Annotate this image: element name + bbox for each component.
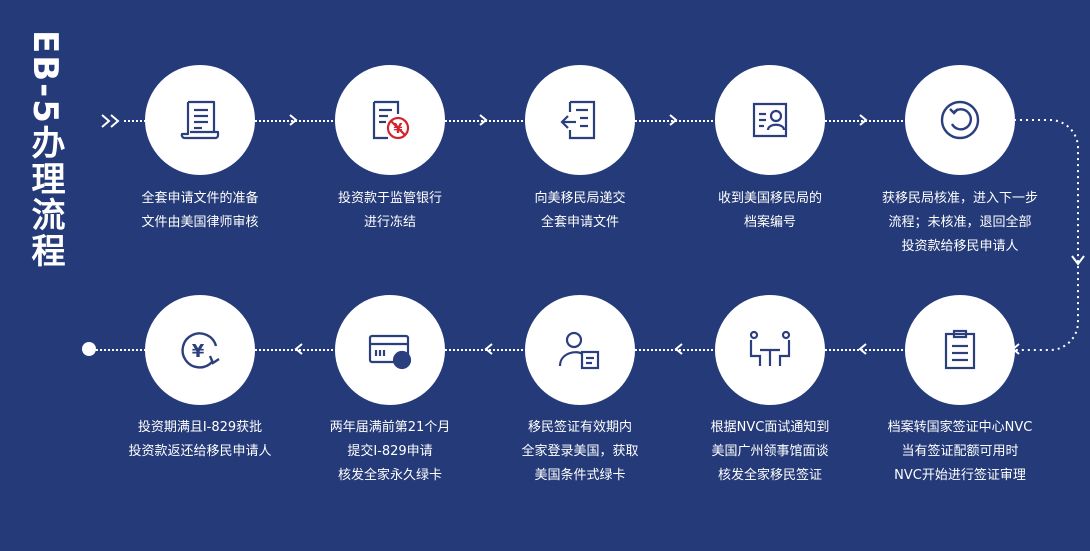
step-10-circle: ¥ bbox=[145, 295, 255, 405]
end-dot bbox=[82, 342, 96, 356]
green-card-icon bbox=[368, 334, 412, 370]
svg-text:¥: ¥ bbox=[192, 341, 205, 362]
step-3-circle bbox=[525, 65, 635, 175]
bank-lock-icon: ¥ bbox=[372, 100, 410, 140]
arrow-left-icon bbox=[674, 343, 683, 355]
step-8-label: 移民签证有效期内全家登录美国，获取美国条件式绿卡 bbox=[521, 420, 639, 483]
start-chevron-icon bbox=[101, 114, 120, 128]
arrow-left-icon bbox=[484, 343, 493, 355]
step-9-label: 两年届满前第21个月提交I-829申请核发全家永久绿卡 bbox=[329, 420, 451, 483]
refresh-icon bbox=[940, 100, 980, 140]
step-2-circle: ¥ bbox=[335, 65, 445, 175]
step-7-circle bbox=[715, 295, 825, 405]
step-5-label: 获移民局核准，进入下一步流程；未核准，退回全部投资款给移民申请人 bbox=[881, 191, 1038, 254]
arrow-right-icon bbox=[859, 114, 868, 126]
connector-curve bbox=[1014, 119, 1085, 351]
step-4-circle bbox=[715, 65, 825, 175]
id-card-icon bbox=[752, 102, 788, 138]
arrow-left-icon bbox=[858, 343, 867, 355]
step-10-label: 投资期满且I-829获批投资款返还给移民申请人 bbox=[128, 420, 272, 459]
arrow-left-icon bbox=[294, 343, 303, 355]
step-8-circle bbox=[525, 295, 635, 405]
interview-icon bbox=[749, 330, 791, 366]
step-5-circle bbox=[905, 65, 1015, 175]
connector-line bbox=[825, 349, 907, 351]
person-document-icon bbox=[558, 331, 600, 370]
diagram-title: EB-5办理流程 bbox=[25, 30, 65, 269]
step-1-label: 全套申请文件的准备文件由美国律师审核 bbox=[141, 191, 259, 230]
scroll-icon bbox=[180, 100, 220, 140]
connector-line bbox=[96, 349, 146, 351]
arrow-right-icon bbox=[289, 114, 298, 126]
step-7-label: 根据NVC面试通知到美国广州领事馆面谈核发全家移民签证 bbox=[710, 420, 830, 483]
step-1-circle bbox=[145, 65, 255, 175]
step-2-label: 投资款于监管银行进行冻结 bbox=[337, 191, 442, 230]
step-9-circle bbox=[335, 295, 445, 405]
connector-line bbox=[124, 120, 146, 122]
arrow-right-icon bbox=[669, 114, 678, 126]
step-6-circle bbox=[905, 295, 1015, 405]
document-submit-icon bbox=[560, 100, 596, 140]
step-3-label: 向美移民局递交全套申请文件 bbox=[534, 191, 626, 230]
arrow-right-icon bbox=[479, 114, 488, 126]
clipboard-icon bbox=[944, 329, 976, 370]
yuan-return-icon: ¥ bbox=[181, 332, 220, 369]
step-4-label: 收到美国移民局的档案编号 bbox=[717, 191, 822, 230]
